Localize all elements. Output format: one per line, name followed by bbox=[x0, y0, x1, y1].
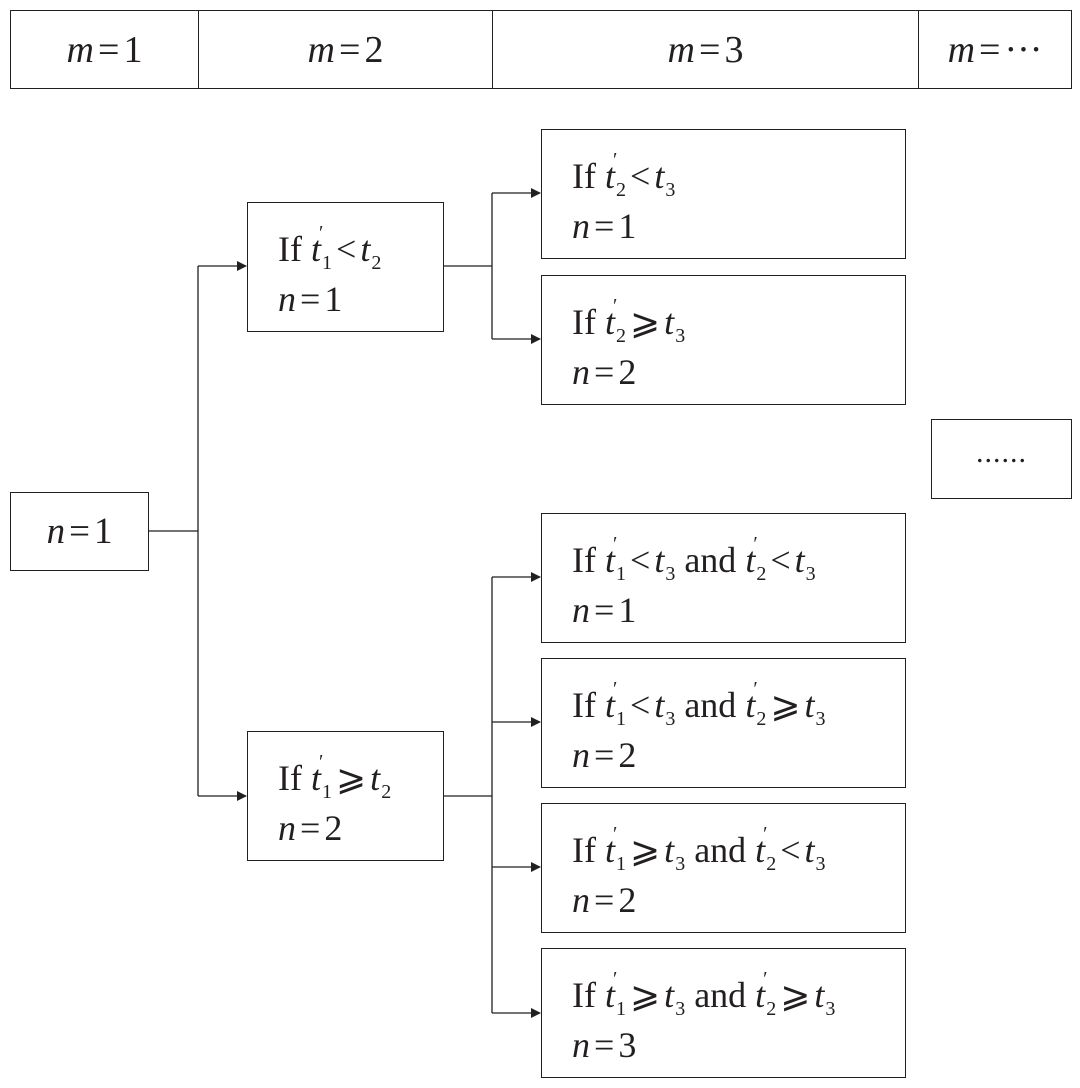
n-value: 1 bbox=[93, 511, 113, 552]
m-symbol: m bbox=[66, 28, 94, 71]
equals-sign: = bbox=[979, 28, 1001, 71]
equals-sign: = bbox=[699, 28, 721, 71]
level3-node-1: If t2′<t3 n=1 bbox=[541, 129, 906, 259]
l2-bottom-connector bbox=[443, 577, 493, 1013]
result-text: n=2 bbox=[572, 735, 637, 775]
result-text: n=2 bbox=[278, 808, 343, 848]
condition-text: If t2′⩾t3 bbox=[572, 295, 686, 347]
condition-text: If t1′⩾t2 bbox=[278, 751, 392, 803]
result-text: n=1 bbox=[278, 279, 343, 319]
equals-sign: = bbox=[98, 28, 120, 71]
condition-text: If t1′<t3 and t2′⩾t3 bbox=[572, 678, 826, 730]
root-node: n=1 bbox=[10, 492, 149, 571]
header-cell-m3: m=3 bbox=[492, 10, 919, 89]
m-value: 1 bbox=[123, 28, 143, 71]
condition-text: If t1′<t2 bbox=[278, 222, 382, 274]
condition-text: If t1′⩾t3 and t2′<t3 bbox=[572, 823, 826, 875]
m-symbol: m bbox=[947, 28, 976, 71]
header-cell-m-more: m=··· bbox=[918, 10, 1072, 89]
condition-text: If t1′<t3 and t2′<t3 bbox=[572, 533, 816, 585]
result-text: n=2 bbox=[572, 880, 637, 920]
level3-node-5: If t1′⩾t3 and t2′<t3 n=2 bbox=[541, 803, 906, 933]
level2-node-geq: If t1′⩾t2 n=2 bbox=[247, 731, 444, 861]
level3-node-4: If t1′<t3 and t2′⩾t3 n=2 bbox=[541, 658, 906, 788]
m-header-row: m=1 m=2 m=3 m=··· bbox=[10, 10, 1072, 89]
level3-node-3: If t1′<t3 and t2′<t3 n=1 bbox=[541, 513, 906, 643]
root-connector bbox=[148, 266, 199, 796]
level3-node-6: If t1′⩾t3 and t2′⩾t3 n=3 bbox=[541, 948, 906, 1078]
header-cell-m1: m=1 bbox=[10, 10, 199, 89]
equals-sign: = bbox=[339, 28, 361, 71]
m-symbol: m bbox=[667, 28, 695, 71]
l2-top-connector bbox=[443, 193, 493, 339]
m-value: 3 bbox=[724, 28, 744, 71]
m-symbol: m bbox=[307, 28, 335, 71]
equals-sign: = bbox=[69, 511, 90, 552]
result-text: n=2 bbox=[572, 352, 637, 392]
level3-node-2: If t2′⩾t3 n=2 bbox=[541, 275, 906, 405]
condition-text: If t1′⩾t3 and t2′⩾t3 bbox=[572, 968, 836, 1020]
level2-node-lt: If t1′<t2 n=1 bbox=[247, 202, 444, 332]
m-value: ··· bbox=[1004, 28, 1043, 71]
result-text: n=1 bbox=[572, 206, 637, 246]
ellipsis-text: ...... bbox=[976, 436, 1027, 469]
result-text: n=3 bbox=[572, 1025, 637, 1065]
header-cell-m2: m=2 bbox=[198, 10, 493, 89]
m-value: 2 bbox=[364, 28, 384, 71]
n-symbol: n bbox=[46, 511, 66, 552]
condition-text: If t2′<t3 bbox=[572, 149, 676, 201]
continuation-box: ...... bbox=[931, 419, 1072, 499]
result-text: n=1 bbox=[572, 590, 637, 630]
